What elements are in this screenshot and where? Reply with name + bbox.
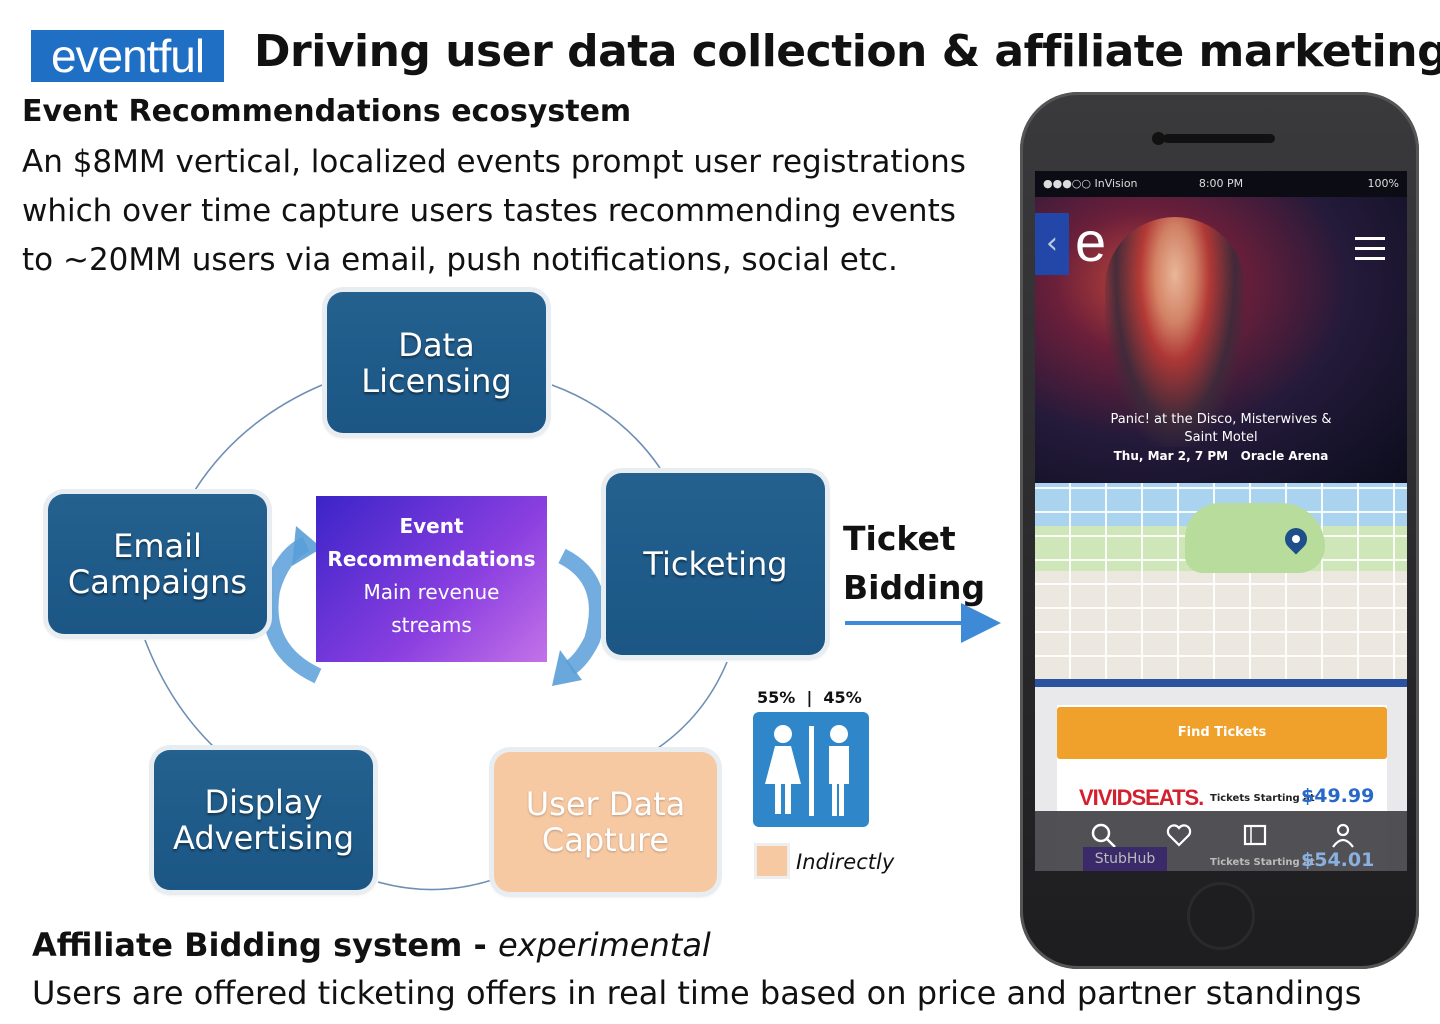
node-label: Display	[204, 783, 323, 821]
event-date-venue: Thu, Mar 2, 7 PM Oracle Arena	[1113, 449, 1329, 463]
camera-icon	[1152, 132, 1165, 145]
description-line: which over time capture users tastes rec…	[22, 193, 956, 229]
event-map[interactable]	[1035, 483, 1407, 679]
event-hero-image: ‹ e Panic! at the Disco, Misterwives & S…	[1035, 197, 1407, 483]
event-name: Saint Motel	[1184, 430, 1258, 445]
node-email-campaigns: Email Campaigns	[48, 494, 267, 634]
offer-price[interactable]: $49.99	[1301, 785, 1375, 807]
event-name: Panic! at the Disco, Misterwives &	[1110, 412, 1332, 427]
cycle-arrow-left-head	[292, 526, 322, 566]
carrier-label: ●●●○○ InVision	[1043, 177, 1138, 190]
eventful-logo: eventful	[31, 30, 224, 82]
offer-price[interactable]: $54.01	[1301, 849, 1375, 871]
node-label: Advertising	[172, 819, 354, 857]
connector-line	[377, 879, 493, 891]
node-user-data-capture: User Data Capture	[494, 752, 717, 892]
node-label: Campaigns	[67, 563, 248, 601]
map-divider	[1035, 679, 1407, 687]
center-subtitle: streams	[391, 613, 472, 637]
connector-line	[194, 384, 323, 491]
speaker-grille	[1163, 134, 1275, 143]
tickets-icon[interactable]	[1241, 821, 1269, 849]
affiliate-heading-bold: Affiliate Bidding system -	[32, 926, 487, 964]
center-title: Recommendations	[327, 547, 536, 571]
node-display-advertising: Display Advertising	[154, 750, 373, 890]
affiliate-heading-italic: experimental	[497, 926, 711, 964]
performer-image	[1105, 217, 1245, 447]
ticket-bidding-line: Ticket	[843, 519, 956, 558]
node-data-licensing: Data Licensing	[327, 292, 546, 433]
connector-line	[144, 639, 216, 749]
node-label: Data	[398, 325, 475, 364]
center-subtitle: Main revenue	[363, 580, 500, 604]
affiliate-heading: Affiliate Bidding system - experimental	[32, 926, 711, 964]
vividseats-logo[interactable]: VIVIDSEATS.	[1079, 785, 1204, 810]
find-tickets-button[interactable]: Find Tickets	[1057, 707, 1387, 759]
node-label: Email	[113, 527, 202, 565]
search-icon[interactable]	[1089, 821, 1117, 849]
node-label: Ticketing	[643, 545, 788, 583]
restroom-icon	[753, 712, 869, 827]
battery-label: 100%	[1367, 177, 1399, 190]
node-ticketing: Ticketing	[606, 473, 825, 655]
ecosystem-heading: Event Recommendations ecosystem	[22, 94, 632, 129]
center-title: Event	[399, 514, 464, 538]
ticket-bidding-line: Bidding	[843, 568, 986, 607]
offer-label: Tickets Starting at	[1210, 793, 1315, 804]
hamburger-menu-icon[interactable]	[1355, 237, 1385, 267]
status-time: 8:00 PM	[1198, 177, 1244, 190]
profile-icon[interactable]	[1329, 821, 1357, 849]
ecosystem-description: An $8MM vertical, localized events promp…	[22, 138, 1022, 285]
node-label: Licensing	[361, 361, 512, 400]
description-line: An $8MM vertical, localized events promp…	[22, 144, 966, 180]
gender-split-label: 55% | 45%	[757, 688, 862, 707]
phone-screen: ●●●○○ InVision 8:00 PM 100% ‹ e Panic! a…	[1035, 171, 1407, 871]
node-label: User Data	[525, 785, 686, 823]
legend-swatch-indirect	[757, 846, 787, 876]
connector-line	[657, 661, 728, 749]
cycle-arrow-left	[262, 536, 322, 684]
cycle-arrow-right-head	[552, 650, 582, 686]
eventful-e-icon: e	[1075, 210, 1107, 273]
stubhub-logo[interactable]: StubHub	[1083, 847, 1167, 871]
back-chevron-icon[interactable]: ‹	[1035, 213, 1069, 275]
home-button[interactable]	[1187, 882, 1255, 950]
offer-label: Tickets Starting at	[1210, 857, 1315, 868]
center-event-recommendations: Event Recommendations Main revenue strea…	[316, 496, 547, 662]
legend-label-indirect: Indirectly	[796, 850, 895, 874]
description-line: to ~20MM users via email, push notificat…	[22, 242, 898, 278]
page-title: Driving user data collection & affiliate…	[254, 26, 1440, 77]
affiliate-description: Users are offered ticketing offers in re…	[32, 974, 1362, 1012]
cycle-arrow-right	[558, 548, 605, 675]
ticket-bidding-label: Ticket Bidding	[843, 514, 985, 612]
node-label: Capture	[541, 821, 670, 859]
status-bar: ●●●○○ InVision 8:00 PM 100%	[1035, 171, 1407, 197]
heart-icon[interactable]	[1165, 821, 1193, 849]
event-info: Panic! at the Disco, Misterwives & Saint…	[1035, 411, 1407, 465]
connector-line	[551, 384, 661, 469]
